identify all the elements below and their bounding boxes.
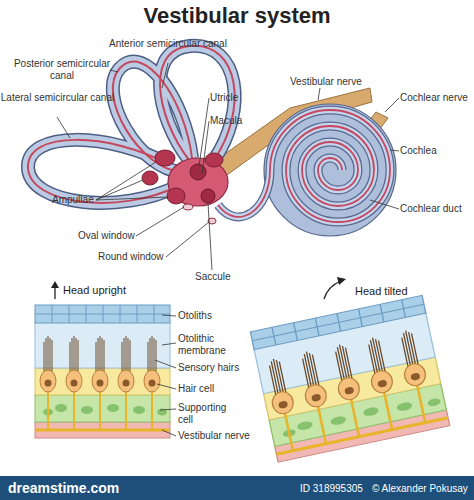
part-label: Head upright (63, 284, 126, 296)
ampulla (155, 150, 175, 166)
part-label: Macula (210, 115, 242, 127)
part-label: Vestibular nerve (290, 76, 362, 88)
diagram-title: Vestibular system (0, 3, 474, 29)
part-label: Posterior semicircular canal (2, 58, 122, 82)
tilt-arrow (324, 281, 341, 299)
part-label: Cochlear duct (400, 203, 462, 215)
bar-text: ID 318995305 (300, 483, 363, 495)
part-label: Hair cell (178, 383, 214, 395)
part-label: Cochlea (400, 145, 437, 157)
membranous-duct (160, 46, 235, 168)
part-label: Anterior semicircular canal (108, 38, 228, 50)
part-label: Supporting cell (178, 402, 238, 426)
part-label: Head tilted (355, 285, 408, 297)
part-label: Vestibular nerve (178, 430, 250, 442)
cochlear-duct (218, 110, 390, 222)
ampulla (205, 153, 223, 167)
oval-window (183, 204, 193, 210)
arrow-head (337, 277, 346, 285)
anterior-canal (160, 46, 235, 168)
leader-lines (155, 315, 176, 436)
lateral-canal (28, 140, 178, 203)
macula-tilted (250, 295, 449, 462)
bar-text: © Alexander Pokusay (372, 483, 468, 495)
bar-text: dreamstime.com (8, 480, 119, 496)
part-label: Oval window (78, 230, 135, 242)
ampulla (142, 171, 158, 185)
membranous-duct (28, 140, 178, 203)
arrow-head (51, 281, 59, 288)
part-label: Lateral semicircular canal (0, 92, 115, 104)
part-label: Sensory hairs (178, 362, 239, 374)
utricle (190, 164, 206, 180)
part-label: Ampullae (52, 194, 94, 206)
part-label: Cochlear nerve (400, 92, 468, 104)
canal-wall (28, 140, 178, 203)
cochlear-tube-wall (218, 110, 390, 222)
macula-upright (35, 305, 170, 438)
part-label: Round window (98, 251, 164, 263)
part-label: Saccule (195, 271, 231, 283)
watermark-bar: dreamstime.com ID 318995305 © Alexander Po… (0, 476, 474, 500)
cochlear-tube (218, 110, 390, 222)
part-label: Otoliths (178, 310, 212, 322)
part-label: Utricle (210, 92, 238, 104)
ampulla (167, 188, 185, 204)
part-label: Otolithic membrane (178, 333, 240, 357)
saccule (201, 189, 215, 203)
